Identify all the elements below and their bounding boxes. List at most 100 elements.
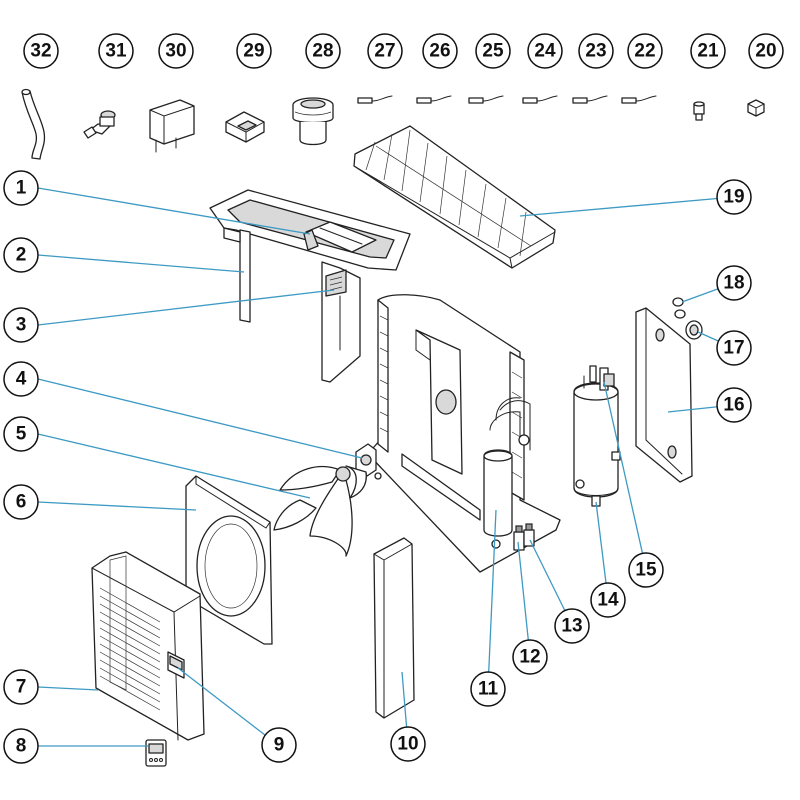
leader-11 [487,509,497,689]
callout-2: 2 [3,237,39,273]
callout-label: 30 [165,41,186,62]
part-11-compressor [483,397,531,549]
callout-label: 32 [30,41,51,62]
callout-13: 13 [554,608,590,644]
callout-label: 16 [723,395,744,416]
callout-16: 16 [716,387,752,423]
part-18-fittings [672,297,686,319]
callout-8: 8 [3,728,39,764]
part-25-sensor [468,95,504,104]
callout-label: 13 [561,616,582,637]
part-19-top-cover [353,125,556,269]
callout-label: 24 [534,41,556,62]
callout-12: 12 [512,639,548,675]
callout-label: 3 [16,315,27,336]
callout-label: 27 [374,41,395,62]
callout-31: 31 [98,33,134,69]
callout-14: 14 [590,582,626,618]
callout-label: 2 [16,245,27,266]
part-27-sensor [357,95,393,104]
part-28-grommet [292,97,334,146]
callout-22: 22 [627,33,663,69]
callout-label: 19 [723,187,744,208]
callout-32: 32 [23,33,59,69]
callout-label: 28 [312,41,333,62]
part-9-display [167,651,185,679]
callout-label: 11 [478,679,499,700]
part-22-sensor [621,95,657,104]
callout-label: 23 [585,41,606,62]
leader-9 [177,667,279,746]
callout-18: 18 [716,265,752,301]
callout-label: 31 [105,41,127,62]
callout-21: 21 [690,33,726,69]
callout-27: 27 [367,33,403,69]
part-1-control-board [303,221,377,253]
part-5-fan-blade [273,465,367,557]
callout-26: 26 [422,33,458,69]
callout-15: 15 [628,552,664,588]
leader-1 [37,187,311,235]
callout-6: 6 [3,484,39,520]
callout-label: 18 [723,273,744,294]
leader-6 [37,501,197,511]
leader-12 [517,541,531,657]
callout-label: 20 [755,41,776,62]
callout-label: 29 [243,41,264,62]
callout-label: 7 [16,677,27,698]
leader-19 [519,196,735,217]
callout-label: 8 [16,736,27,757]
callout-4: 4 [3,361,39,397]
part-17-pressure-gauge [685,320,703,340]
callout-label: 17 [723,338,744,359]
callout-label: 15 [635,560,657,581]
part-7-front-grille [91,551,205,741]
part-32-drain-hose [21,88,46,160]
callout-label: 25 [482,41,504,62]
leader-2 [37,254,245,273]
part-10-side-panel [373,537,415,719]
callout-25: 25 [475,33,511,69]
callout-1: 1 [3,170,39,206]
leader-3 [37,289,335,326]
part-6-front-panel [185,475,273,645]
part-3-electrical-box [321,261,361,383]
callout-30: 30 [158,33,194,69]
callout-23: 23 [578,33,614,69]
callout-label: 14 [597,590,619,611]
callout-label: 10 [397,734,418,755]
callout-label: 4 [16,369,27,390]
part-16-side-panel [635,307,693,483]
callout-label: 21 [697,41,719,62]
part-15-water-flow-switch [583,365,615,391]
callout-label: 9 [274,735,285,756]
part-13-valve [523,523,535,547]
callout-10: 10 [390,726,426,762]
leader-15 [603,381,647,570]
part-21-valve [693,101,705,121]
callout-label: 12 [519,647,540,668]
callout-3: 3 [3,307,39,343]
leader-4 [37,378,363,459]
part-26-sensor [416,95,452,104]
callout-11: 11 [470,671,506,707]
callout-20: 20 [748,33,784,69]
callout-19: 19 [716,179,752,215]
callouts: 32 31 30 29 28 27 26 25 24 23 22 21 20 1… [3,33,784,764]
callout-label: 1 [16,178,27,199]
callout-label: 22 [634,41,655,62]
callout-9: 9 [261,727,297,763]
part-24-sensor [522,95,558,104]
callout-17: 17 [716,330,752,366]
part-20-nut [747,99,765,117]
callout-28: 28 [305,33,341,69]
leader-5 [37,433,311,499]
callout-7: 7 [3,669,39,705]
callout-label: 26 [429,41,450,62]
callout-label: 5 [16,424,27,445]
callout-29: 29 [236,33,272,69]
part-8-controller [145,739,167,767]
leader-7 [37,686,99,691]
